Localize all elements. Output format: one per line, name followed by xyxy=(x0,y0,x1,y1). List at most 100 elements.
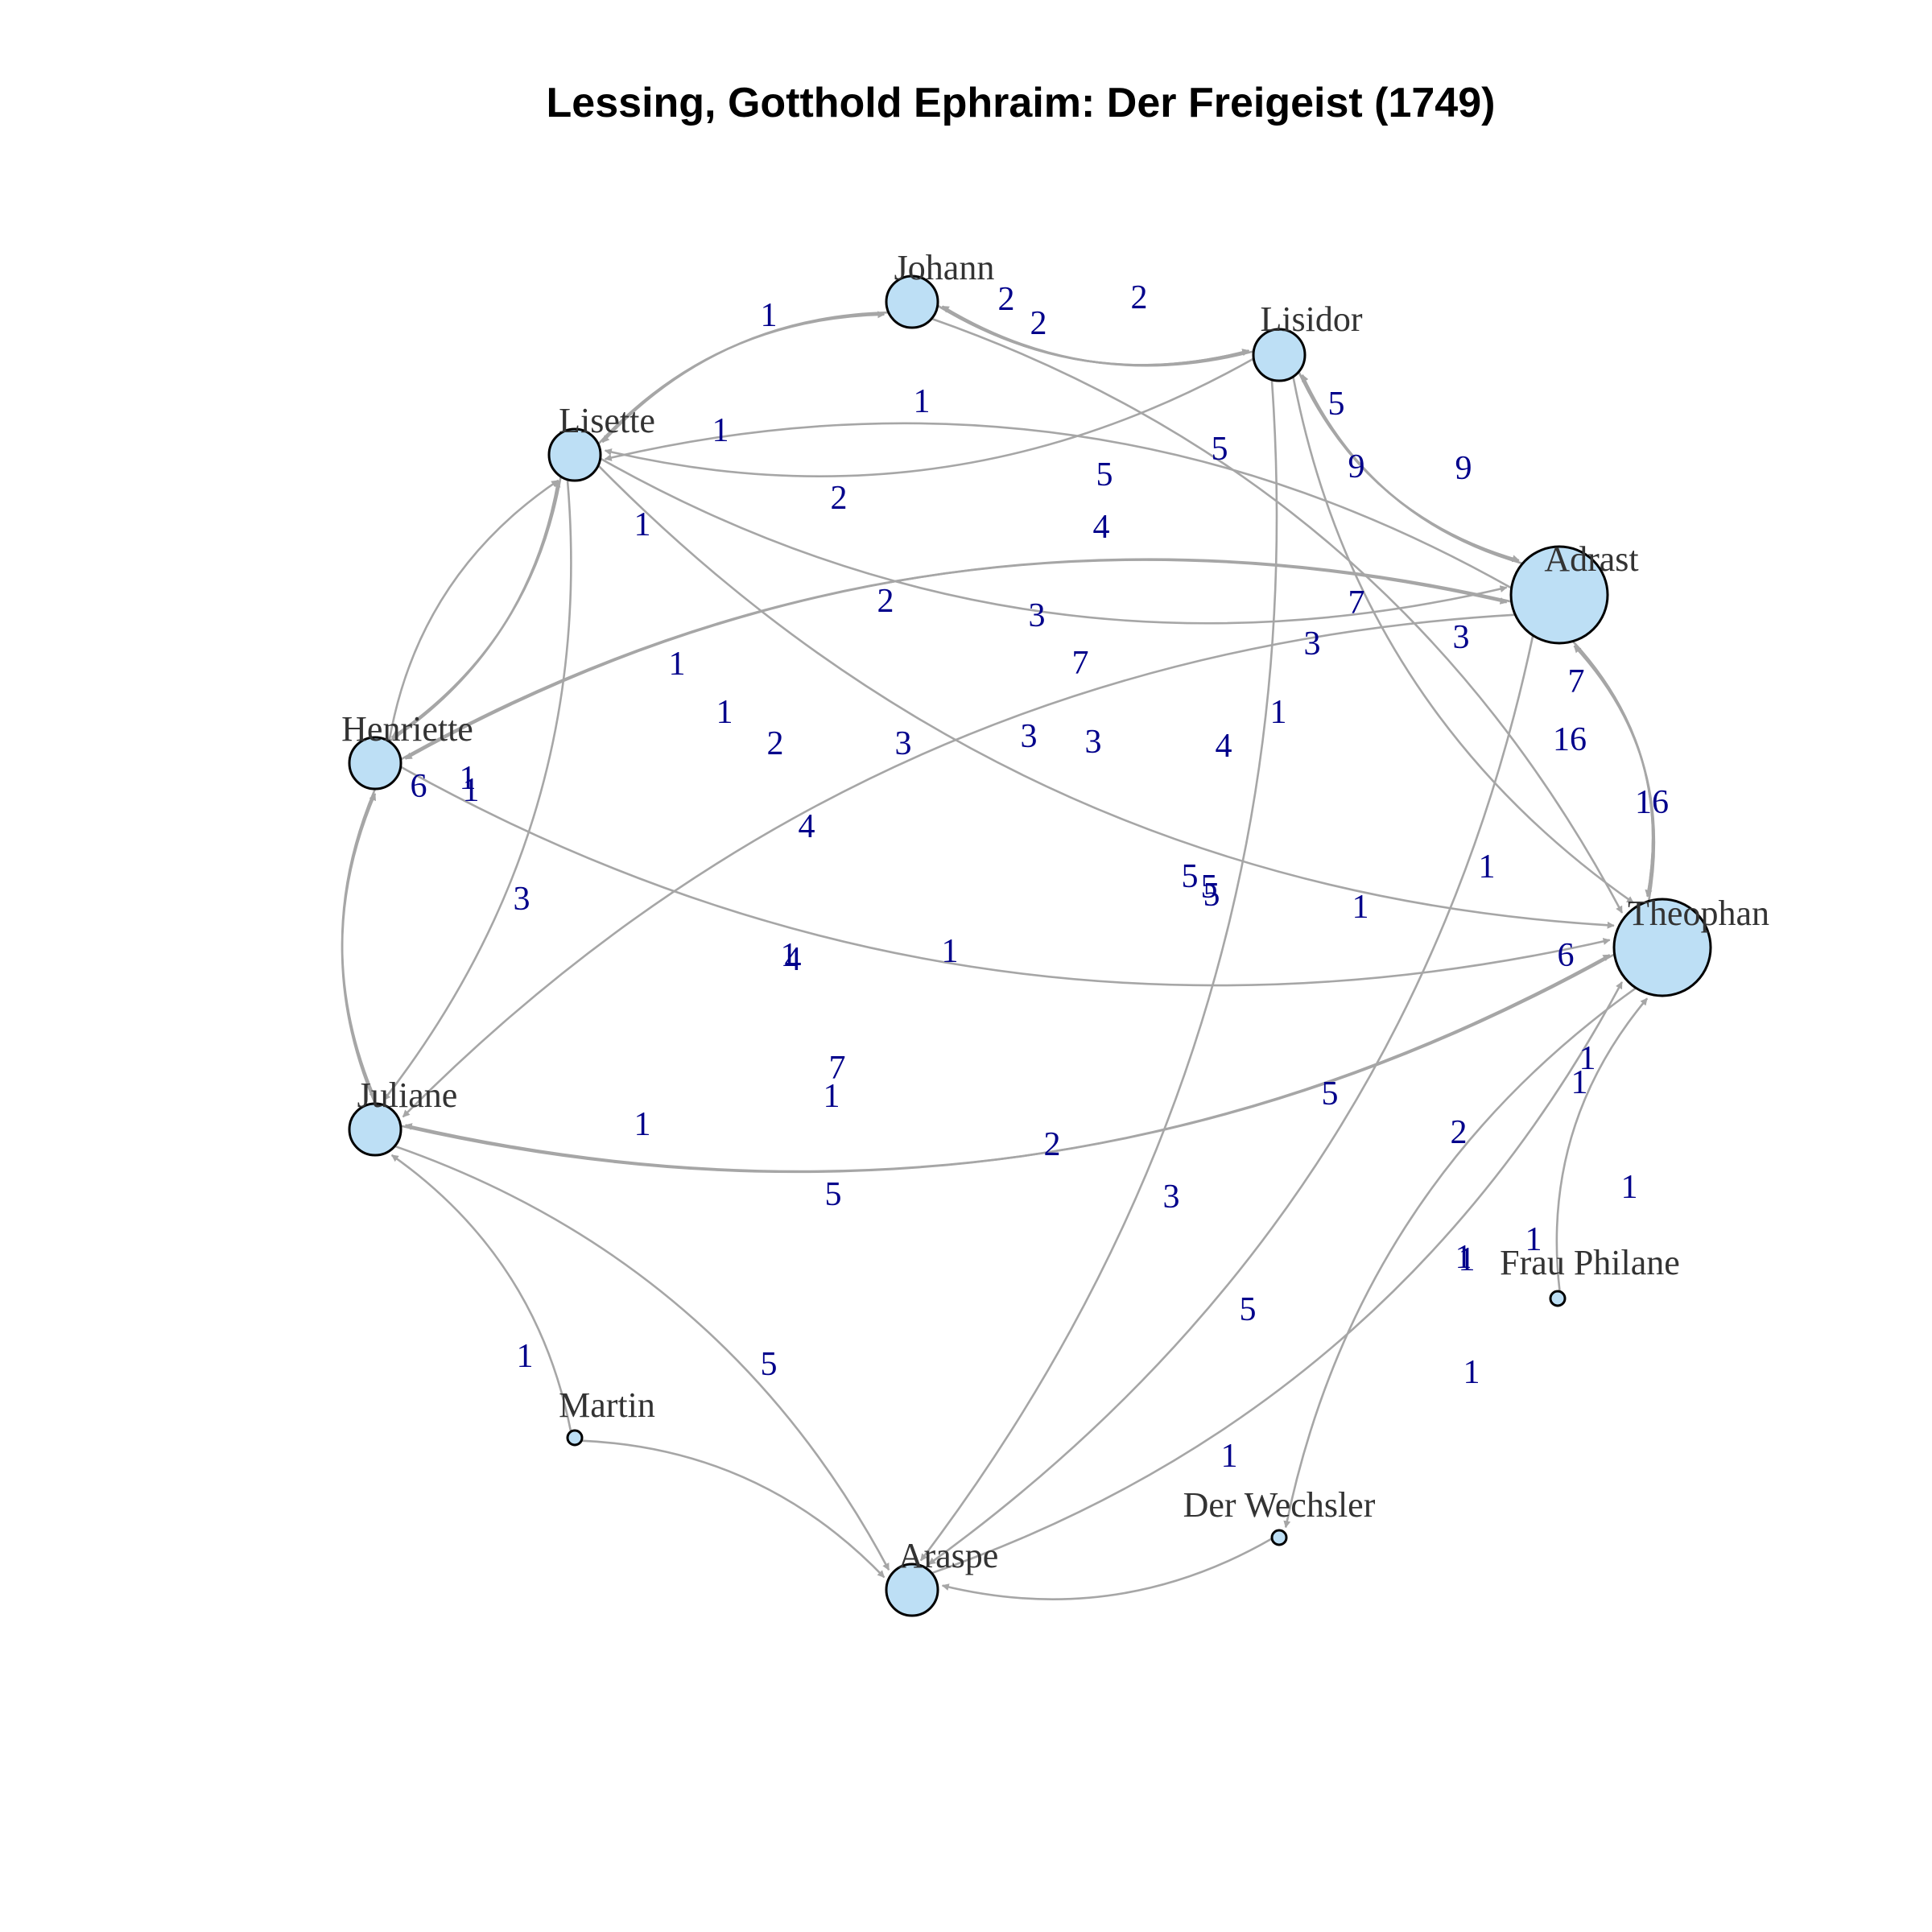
edge-weight-label: 5 xyxy=(1240,1291,1257,1328)
node-label: Frau Philane xyxy=(1500,1243,1680,1282)
edge-weight-label: 2 xyxy=(1131,279,1148,316)
edge-weight-label: 4 xyxy=(1093,509,1110,546)
node-martin xyxy=(566,1429,584,1447)
edge-weight-label: 3 xyxy=(1304,625,1321,663)
edge xyxy=(931,981,1624,1575)
edge-weight-label: 1 xyxy=(914,383,931,420)
edge-weight-label: 1 xyxy=(1463,1354,1480,1391)
node-label: Lisette xyxy=(559,401,655,440)
edge-weight-label: 4 xyxy=(1216,728,1232,765)
edge-weight-label: 1 xyxy=(942,933,959,970)
edge-weight-label: 3 xyxy=(1021,718,1038,755)
edge-weight-label: 3 xyxy=(895,725,912,762)
edge-weight-label: 4 xyxy=(785,941,802,978)
edge-weight-label: 1 xyxy=(716,694,733,731)
node-label: Henriette xyxy=(341,709,473,749)
edge-weight-label: 1 xyxy=(1455,1239,1472,1276)
edge-weight-label: 5 xyxy=(1096,456,1113,493)
edge-weight-label: 7 xyxy=(1568,663,1585,700)
edge-weight-label: 7 xyxy=(1072,645,1089,682)
edge xyxy=(1571,640,1654,898)
node-der-wechsler xyxy=(1270,1529,1288,1546)
edge xyxy=(581,1439,886,1579)
edge-weight-label: 1 xyxy=(1571,1064,1588,1101)
edge xyxy=(936,304,1250,366)
edge-weight-label: 1 xyxy=(634,506,651,543)
edge-weight-label: 5 xyxy=(825,1176,842,1213)
edge xyxy=(1283,987,1637,1529)
edge xyxy=(600,457,1508,625)
node-label: Adrast xyxy=(1544,539,1638,579)
edge xyxy=(931,317,1624,914)
node-araspe xyxy=(885,1563,939,1617)
node-label: Der Wechsler xyxy=(1183,1485,1376,1525)
edge xyxy=(394,1145,890,1571)
edge xyxy=(1573,645,1656,902)
edge xyxy=(936,304,1250,366)
edge-weight-label: 3 xyxy=(1453,619,1470,656)
edge-weight-label: 1 xyxy=(1525,1221,1542,1258)
edge-weight-label: 3 xyxy=(1085,724,1102,761)
diagram-title: Lessing, Gotthold Ephraim: Der Freigeist… xyxy=(547,80,1496,126)
node-label: Martin xyxy=(559,1385,655,1425)
edge xyxy=(388,480,561,743)
edge xyxy=(919,379,1278,1562)
edge xyxy=(400,954,1611,1174)
node-theophan xyxy=(1612,898,1712,997)
edge-weight-label: 2 xyxy=(1030,305,1047,342)
edge-weight-label: 2 xyxy=(877,583,894,620)
edge-weight-label: 1 xyxy=(463,772,480,809)
node-adrast xyxy=(1509,545,1609,645)
node-label: Juliane xyxy=(357,1075,458,1115)
edge-weight-label: 1 xyxy=(634,1106,651,1143)
edge-weight-label: 3 xyxy=(514,881,530,918)
edge-weight-label: 2 xyxy=(831,480,848,517)
edge-weight-label: 1 xyxy=(460,760,477,797)
edge-weight-label: 2 xyxy=(767,725,784,762)
edge-weight-label: 5 xyxy=(1201,869,1218,906)
edge-weight-label: 1 xyxy=(761,297,778,334)
edge xyxy=(604,357,1254,477)
edge-weight-label: 5 xyxy=(1182,858,1199,895)
edge xyxy=(1555,997,1649,1292)
edge xyxy=(1292,376,1634,904)
edge xyxy=(390,1154,572,1432)
edge-weight-label: 9 xyxy=(1455,450,1472,487)
edge-weight-label: 3 xyxy=(1163,1179,1180,1216)
node-lisette xyxy=(547,427,602,482)
edge-weight-label: 16 xyxy=(1553,721,1587,758)
edge xyxy=(341,788,377,1100)
node-label: Johann xyxy=(894,248,995,287)
edge xyxy=(597,464,1615,929)
node-label: Lisidor xyxy=(1260,299,1362,339)
edge-weight-label: 1 xyxy=(712,412,729,449)
edge-weight-label: 5 xyxy=(1328,386,1345,423)
node-label: Araspe xyxy=(898,1536,999,1575)
edge-weight-label: 1 xyxy=(1479,848,1496,886)
edge-weight-label: 5 xyxy=(1203,877,1220,914)
edge-weight-label: 1 xyxy=(1579,1040,1596,1077)
edge xyxy=(604,422,1513,589)
edge-weight-label: 1 xyxy=(1352,889,1369,926)
node-henriette xyxy=(348,736,402,791)
node-juliane xyxy=(348,1102,402,1157)
edge xyxy=(941,305,1254,367)
node-layer xyxy=(348,275,1712,1617)
edge-weight-label: 6 xyxy=(1558,937,1575,974)
edge-weight-label: 1 xyxy=(517,1338,534,1375)
edge xyxy=(404,953,1616,1173)
edge-weight-label: 5 xyxy=(761,1346,778,1383)
edge-weight-label: 3 xyxy=(1029,597,1046,634)
edge xyxy=(400,559,1508,761)
edge xyxy=(601,311,889,444)
edge-weight-label: 7 xyxy=(829,1050,846,1087)
edge-weight-label: 2 xyxy=(1044,1126,1061,1163)
edge xyxy=(400,766,1611,987)
edge-weight-label: 7 xyxy=(1348,584,1365,621)
edge-weight-label: 9 xyxy=(1348,448,1365,485)
edge-weight-label: 2 xyxy=(1451,1114,1468,1151)
edge xyxy=(390,476,562,739)
edge xyxy=(927,635,1534,1566)
edge xyxy=(1571,640,1654,898)
edge-weight-label: 1 xyxy=(669,646,686,683)
